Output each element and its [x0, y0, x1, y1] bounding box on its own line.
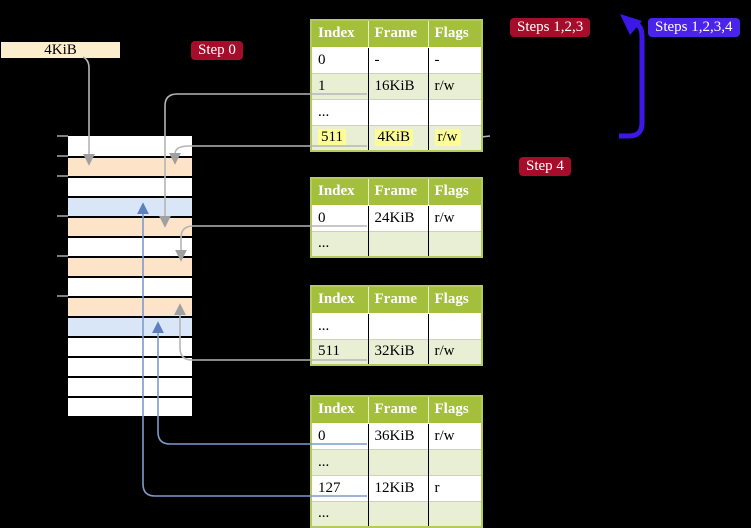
recursive-loop-arrow	[619, 14, 645, 139]
cell-index: 0	[311, 47, 369, 73]
recursive-loop-arrowhead-icon	[620, 14, 642, 35]
cell-index: 0	[311, 205, 369, 231]
column-header-flags: Flags	[428, 286, 482, 314]
cell-frame	[368, 448, 429, 475]
cell-index: ...	[311, 313, 369, 339]
cell-index: 1	[311, 72, 369, 99]
cell-frame	[368, 500, 429, 527]
cell-flags	[428, 313, 482, 339]
table-row: 511 4KiB r/w	[311, 124, 482, 151]
memory-row-52kib	[68, 396, 192, 416]
cell-index: ...	[311, 448, 369, 475]
memory-row-8kib	[68, 176, 192, 196]
column-header-index: Index	[311, 20, 369, 48]
memory-row-28kib	[68, 276, 192, 296]
cell-frame	[368, 313, 429, 339]
cell-frame: 4KiB	[368, 124, 429, 151]
cell-index: 511	[311, 338, 369, 365]
cell-index: 0	[311, 423, 369, 449]
physical-memory-column	[68, 136, 192, 416]
cell-frame: 36KiB	[368, 423, 429, 449]
cell-flags: r	[428, 474, 482, 501]
highlighted-value: 4KiB	[374, 129, 414, 147]
highlighted-value: 511	[318, 129, 346, 147]
memory-row-48kib	[68, 376, 192, 396]
memory-row-20kib	[68, 236, 192, 256]
memory-row-12kib	[68, 196, 192, 216]
cell-index: ...	[311, 230, 369, 257]
table-row: ...	[311, 98, 482, 125]
table-row: 0--	[311, 47, 482, 73]
column-header-flags: Flags	[428, 178, 482, 206]
table-row: ...	[311, 448, 482, 475]
cell-flags	[428, 98, 482, 125]
steps-1-2-3-4-badge: Steps 1,2,3,4	[648, 18, 740, 37]
memory-row-16kib	[68, 216, 192, 236]
cell-frame	[368, 230, 429, 257]
cell-frame: -	[368, 47, 429, 73]
cell-frame: 16KiB	[368, 72, 429, 99]
step-0-badge: Step 0	[191, 41, 243, 60]
memory-row-32kib	[68, 296, 192, 316]
column-header-frame: Frame	[368, 396, 429, 424]
cell-flags	[428, 230, 482, 257]
cell-frame	[368, 98, 429, 125]
table-row: ...	[311, 313, 482, 339]
cell-flags	[428, 448, 482, 475]
memory-row-24kib	[68, 256, 192, 276]
memory-row-0kib	[68, 136, 192, 156]
address-ticks	[57, 135, 68, 297]
memory-row-40kib	[68, 336, 192, 356]
memory-row-44kib	[68, 356, 192, 376]
cell-index: ...	[311, 500, 369, 527]
table-row: ...	[311, 230, 482, 257]
column-header-index: Index	[311, 286, 369, 314]
column-header-flags: Flags	[428, 396, 482, 424]
cell-flags: r/w	[428, 124, 482, 151]
cell-frame: 12KiB	[368, 474, 429, 501]
table-row: ...	[311, 500, 482, 527]
steps-1-2-3-badge: Steps 1,2,3	[510, 18, 591, 37]
column-header-frame: Frame	[368, 20, 429, 48]
cell-flags: r/w	[434, 209, 455, 226]
memory-row-4kib	[68, 156, 192, 176]
cell-flags	[428, 500, 482, 527]
cell-flags: -	[434, 51, 440, 68]
cell-index: 127	[311, 474, 369, 501]
cell-frame: 32KiB	[368, 338, 429, 365]
memory-row-36kib	[68, 316, 192, 336]
highlighted-value: r/w	[434, 129, 461, 147]
cell-index: 511	[311, 124, 369, 151]
column-header-index: Index	[311, 178, 369, 206]
frame-size-label: 4KiB	[1, 42, 120, 58]
column-header-frame: Frame	[368, 178, 429, 206]
column-header-index: Index	[311, 396, 369, 424]
recursive-loop-path	[619, 20, 645, 139]
cell-index: ...	[311, 98, 369, 125]
column-header-frame: Frame	[368, 286, 429, 314]
column-header-flags: Flags	[428, 20, 482, 48]
cell-frame: 24KiB	[368, 205, 429, 231]
cell-flags: r/w	[434, 427, 455, 444]
cell-flags: r/w	[428, 72, 482, 99]
cell-flags: r/w	[428, 338, 482, 365]
step-4-badge: Step 4	[519, 157, 571, 176]
